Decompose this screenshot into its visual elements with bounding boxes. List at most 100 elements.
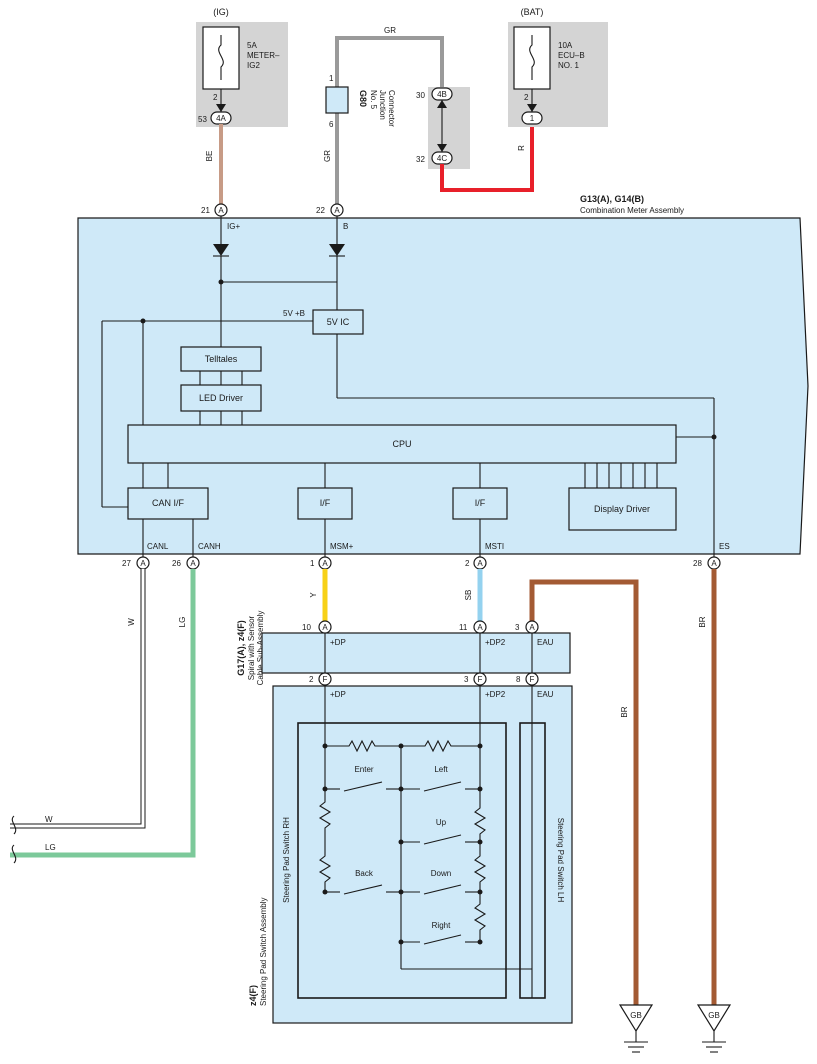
ig-fuse-rating: 5A [247, 41, 257, 50]
steering-dp: +DP [330, 690, 346, 699]
spiral-pin3f-conn: F [478, 675, 483, 684]
pin2-num: 2 [465, 559, 470, 568]
g80-pin-bottom: 6 [329, 120, 334, 129]
if1-label: I/F [320, 498, 331, 508]
switch-up-label: Up [436, 818, 447, 827]
steering-code: z4(F) [248, 985, 258, 1006]
junction-dot [711, 434, 717, 440]
ground-gb-2: GB [696, 1004, 732, 1053]
bat-fuse-icon [529, 35, 535, 80]
g80-box [325, 86, 349, 114]
pin1-num: 1 [310, 559, 315, 568]
br-wire-eau [529, 579, 639, 1005]
steering-eau: EAU [537, 690, 554, 699]
br-wire-label-1: BR [620, 706, 629, 717]
pin1-conn: A [322, 559, 328, 568]
if1-box [297, 487, 353, 520]
spiral-pin10-conn: A [322, 623, 328, 632]
ig-conn-pin: 53 [198, 115, 207, 124]
w-stub-label: W [45, 815, 53, 824]
if2-box [452, 487, 508, 520]
spiral-name1: Spiral with Sensor [247, 615, 256, 680]
ig-plus-label: IG+ [227, 222, 240, 231]
jb-conn-bottom: 4C [437, 154, 447, 163]
bat-fuse-rating: 10A [558, 41, 573, 50]
combination-meter-box [77, 217, 809, 555]
bat-connector [521, 111, 543, 125]
telltales-box [180, 346, 262, 372]
lg-wire-label: LG [178, 617, 187, 628]
jb-arrow-down-icon [437, 144, 447, 152]
bat-fuse-arrow-icon [527, 104, 537, 112]
w-wire-label: W [127, 618, 136, 626]
meter-pin21-conn: A [218, 206, 224, 215]
spiral-dp-top: +DP [330, 638, 346, 647]
wire-break-icon [11, 815, 17, 835]
y-wire-label: Y [309, 592, 318, 598]
g80-line3: Connector [387, 90, 396, 127]
spiral-pin2f-num: 2 [309, 675, 314, 684]
spiral-pin10-num: 10 [302, 623, 311, 632]
jb-pin-bottom: 32 [416, 155, 425, 164]
jb-connector-panel: 30 4B 32 4C [416, 87, 470, 169]
can-if-box [127, 487, 209, 520]
spiral-pin11-num: 11 [459, 623, 468, 632]
ground-2-label: GB [708, 1011, 720, 1020]
lg-wire [10, 569, 196, 858]
g80-line1: No. 5 [369, 90, 378, 110]
spiral-dp2-top: +DP2 [485, 638, 506, 647]
switch-right-label: Right [432, 921, 451, 930]
ig-fuse-block: (IG) 5A METER– IG2 2 53 4A [196, 7, 288, 127]
b-label: B [343, 222, 348, 231]
pin27-conn: A [140, 559, 146, 568]
junction-dot [218, 279, 224, 285]
ic-5v-box [312, 309, 364, 335]
switch-rh-box [297, 722, 507, 999]
ic-5v-label: 5V IC [327, 317, 350, 327]
msti-label: MSTI [485, 542, 504, 551]
ground-icon [618, 1004, 654, 1033]
spiral-name2: Cable Sub-Assembly [256, 611, 265, 686]
spiral-pin8f-num: 8 [516, 675, 521, 684]
diode-b-icon [329, 244, 345, 256]
ig-fuse-arrow-icon [216, 104, 226, 112]
spiral-cable-box [261, 632, 571, 674]
meter-internal-wiring [101, 216, 715, 557]
wire-break-icon [11, 844, 17, 864]
ground-1-label: GB [630, 1011, 642, 1020]
ig-fuse-tag: (IG) [213, 7, 229, 17]
display-driver-box [568, 487, 677, 531]
telltales-label: Telltales [205, 354, 238, 364]
g80-junction-connector: 1 6 G80 No. 5 Junction Connector [325, 74, 396, 129]
pin26-conn: A [190, 559, 196, 568]
ground-icon [696, 1004, 732, 1033]
bat-fuse-pin: 2 [524, 93, 529, 102]
v5b-label: 5V +B [283, 309, 305, 318]
g80-code: G80 [358, 90, 368, 107]
ig-fuse-pin: 2 [213, 93, 218, 102]
w-wire-outline [10, 569, 146, 829]
pin2-conn: A [477, 559, 483, 568]
switch-lh-label: Steering Pad Switch LH [556, 818, 565, 903]
gr-top-label: GR [384, 26, 396, 35]
spiral-pin2f-conn: F [323, 675, 328, 684]
bat-conn-label: 1 [530, 114, 535, 123]
switch-down-label: Down [431, 869, 451, 878]
switch-left-label: Left [434, 765, 448, 774]
ig-fuse-icon [218, 35, 224, 80]
cpu-label: CPU [392, 439, 411, 449]
jb-pin-top: 30 [416, 91, 425, 100]
pin28-conn: A [711, 559, 717, 568]
ig-conn-label: 4A [216, 114, 226, 123]
spiral-pin3-num: 3 [515, 623, 520, 632]
switch-rh-label: Steering Pad Switch RH [282, 817, 291, 903]
ig-fuse-name1: METER– [247, 51, 280, 60]
ig-fuse-name2: IG2 [247, 61, 260, 70]
switch-back-label: Back [355, 869, 374, 878]
pin26-num: 26 [172, 559, 181, 568]
led-driver-box [180, 384, 262, 412]
spiral-code: G17(A), z4(F) [236, 620, 246, 676]
spiral-pin3-conn: A [529, 623, 535, 632]
jb-arrow-up-icon [437, 100, 447, 108]
meter-name: Combination Meter Assembly [580, 206, 684, 215]
